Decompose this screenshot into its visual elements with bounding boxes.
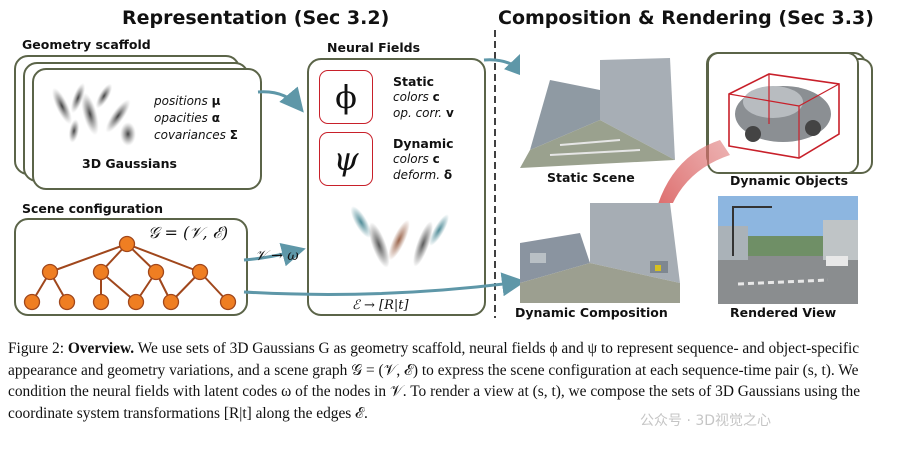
phi-box: ϕ xyxy=(319,70,373,124)
neural-fields-title: Neural Fields xyxy=(327,40,421,55)
static-scene-image xyxy=(520,50,678,168)
dynamic-composition-label: Dynamic Composition xyxy=(515,305,668,320)
geometry-scaffold-title: Geometry scaffold xyxy=(22,37,151,52)
v-to-omega-label: 𝒱 → ω xyxy=(255,248,299,264)
section-divider xyxy=(494,30,496,318)
gaussian-blobs-image xyxy=(51,82,136,146)
gaussians-name: 3D Gaussians xyxy=(82,156,177,171)
static-field-title: Static xyxy=(393,74,435,89)
dynamic-objects-label: Dynamic Objects xyxy=(730,173,849,188)
dynamic-composition-image xyxy=(520,203,680,303)
scene-config-title: Scene configuration xyxy=(22,201,163,216)
rendered-view-image xyxy=(718,196,858,304)
scene-graph-formula: 𝒢 = (𝒱, ℰ) xyxy=(148,223,229,242)
caption-label: Figure 2: xyxy=(8,340,65,357)
neural-fields-card: ϕ Static colors c op. corr. v ψ Dynamic … xyxy=(307,58,486,316)
composition-header: Composition & Rendering (Sec 3.3) xyxy=(498,7,874,29)
static-scene-label: Static Scene xyxy=(547,170,635,185)
scene-graph-tree xyxy=(23,235,237,311)
watermark: 公众号 · 3D视觉之心 xyxy=(640,413,772,429)
phi-symbol: ϕ xyxy=(335,78,357,116)
caption-text: We use sets of 3D Gaussians G as geometr… xyxy=(8,340,861,422)
colored-gaussians-image xyxy=(350,206,449,268)
figure-caption: Figure 2: Overview. We use sets of 3D Ga… xyxy=(8,338,901,424)
dynamic-field-title: Dynamic xyxy=(393,136,454,151)
static-colors: colors c xyxy=(393,90,440,104)
opacities-label: opacities α xyxy=(154,111,220,125)
gaussians-card: positions μ opacities α covariances Σ 3D… xyxy=(32,68,262,190)
psi-box: ψ xyxy=(319,132,373,186)
psi-symbol: ψ xyxy=(333,140,359,178)
covariances-label: covariances Σ xyxy=(154,128,238,142)
dynamic-deform: deform. δ xyxy=(393,168,453,182)
dynamic-objects-card xyxy=(707,52,859,174)
representation-header: Representation (Sec 3.2) xyxy=(122,7,390,29)
static-opcorr: op. corr. v xyxy=(393,106,454,120)
caption-bold: Overview. xyxy=(67,340,135,357)
rendered-view-label: Rendered View xyxy=(730,305,837,320)
scene-graph-card: 𝒢 = (𝒱, ℰ) xyxy=(14,218,248,316)
e-to-rt-label: ℰ → [R|t] xyxy=(352,298,409,313)
dynamic-colors: colors c xyxy=(393,152,440,166)
positions-label: positions μ xyxy=(154,94,221,108)
car-pointcloud-image xyxy=(709,54,857,172)
